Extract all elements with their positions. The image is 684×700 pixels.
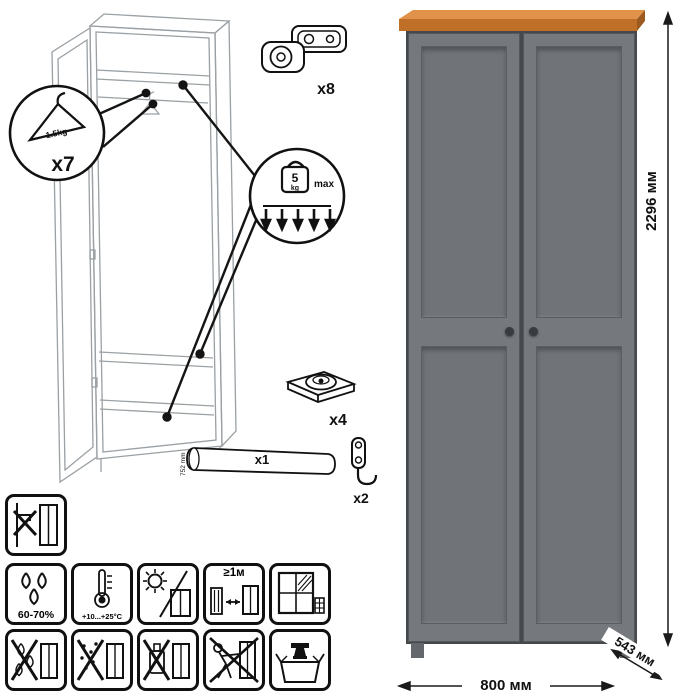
wardrobe-render — [399, 8, 645, 658]
rod-icon: x1 752 mm — [180, 447, 336, 476]
door-left-lower-panel — [421, 346, 507, 624]
care-cell-sunlight — [137, 563, 199, 625]
max-load-callout: 5 kg max — [248, 147, 346, 245]
hanger-count-label: x7 — [51, 153, 74, 176]
hook-icon: x2 — [351, 437, 378, 506]
care-cell-temperature: +10...+25°С — [71, 563, 133, 625]
no-push-icon — [209, 637, 259, 683]
load-max-label: max — [314, 179, 334, 190]
rod-count-label: x1 — [255, 452, 269, 467]
hook-count-label: x2 — [353, 490, 369, 506]
weight-icon — [280, 165, 310, 194]
care-cell-distance: ≥1м — [203, 563, 265, 625]
door-right-upper-panel — [536, 46, 622, 318]
door-knob-right — [529, 327, 538, 336]
humidity-icon — [21, 572, 47, 606]
humidity-label: 60-70% — [17, 609, 55, 621]
wardrobe-top — [399, 10, 645, 31]
care-cell-no-abrasive — [71, 629, 133, 691]
no-abrasive-icon — [76, 639, 124, 681]
rod-length-label: 752 mm — [180, 453, 187, 476]
height-dimension-label: 2296 мм — [643, 171, 660, 231]
hanger-capacity-label: 1.5kg — [45, 126, 68, 140]
wardrobe-body — [406, 31, 637, 644]
wardrobe-foot-left — [411, 643, 424, 658]
care-cell-wall-mount — [5, 494, 67, 556]
ventilation-icon — [277, 571, 325, 615]
no-solvent-icon — [142, 639, 190, 681]
wardrobe-door-right — [523, 33, 635, 642]
assembly-diagram: 1.5kg x7 5 kg max x8 — [8, 13, 378, 506]
wardrobe-door-left — [408, 33, 520, 642]
temperature-icon — [94, 569, 112, 608]
temperature-label: +10...+25°С — [81, 612, 123, 621]
hinge-count-label: x8 — [317, 81, 335, 98]
no-water-icon — [10, 639, 58, 681]
width-dimension-label: 800 мм — [462, 677, 550, 694]
anvil-box-icon — [275, 643, 325, 683]
care-cell-no-solvent — [137, 629, 199, 691]
wall-mount-warning-icon — [12, 503, 58, 547]
care-cell-anvil-box — [269, 629, 331, 691]
distance-label: ≥1м — [223, 567, 245, 579]
sunlight-icon — [143, 569, 191, 618]
care-cell-no-push — [203, 629, 265, 691]
care-cell-no-water — [5, 629, 67, 691]
distance-icon — [210, 585, 259, 615]
hanger-callout: 1.5kg x7 — [8, 84, 106, 182]
load-arrows-icon — [259, 209, 337, 233]
callout-leader-lines — [98, 80, 259, 422]
leg-count-label: x4 — [329, 412, 347, 429]
care-cell-ventilation — [269, 563, 331, 625]
care-cell-humidity: 60-70% — [5, 563, 67, 625]
door-left-upper-panel — [421, 46, 507, 318]
hanger-icon — [27, 102, 87, 142]
hinge-icon: x8 — [261, 25, 347, 98]
load-unit-label: kg — [291, 185, 299, 192]
leg-icon: x4 — [285, 371, 357, 429]
wardrobe-wireframe — [51, 13, 237, 484]
door-knob-left — [505, 327, 514, 336]
door-right-lower-panel — [536, 346, 622, 624]
load-value-label: 5 — [292, 171, 299, 185]
